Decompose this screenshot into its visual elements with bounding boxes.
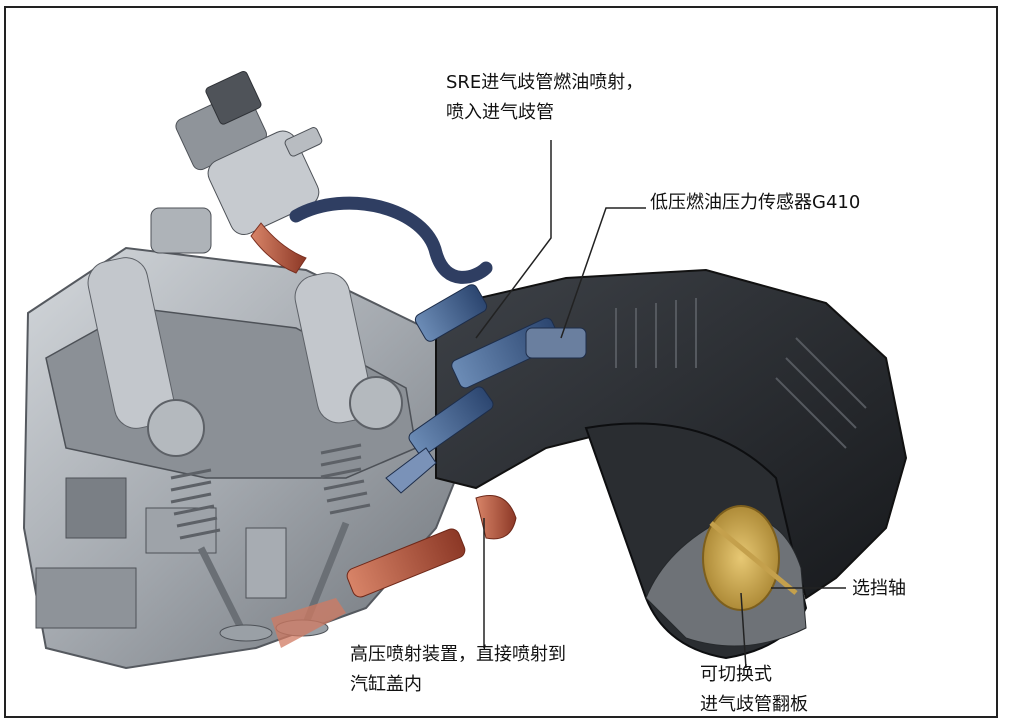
high-pressure-pump [150, 70, 323, 274]
label-sre-line1: SRE进气歧管燃油喷射， [446, 72, 644, 93]
label-hp-line1: 高压喷射装置，直接喷射到 [350, 644, 566, 665]
intake-manifold [435, 268, 908, 660]
label-flap-line1: 可切换式 [700, 664, 772, 685]
intake-flap [702, 505, 798, 611]
leader-lines [475, 140, 846, 669]
cylinder-head [22, 246, 478, 670]
sre-injectors [385, 284, 587, 494]
diagram-frame: SRE进气歧管燃油喷射， 喷入进气歧管 低压燃油压力传感器G410 选挡轴 高压… [4, 6, 998, 718]
high-pressure-injector [271, 495, 517, 648]
label-sensor: 低压燃油压力传感器G410 [650, 192, 861, 213]
engine-illustration [22, 70, 908, 670]
label-sre-line2: 喷入进气歧管 [446, 102, 554, 123]
camshafts [87, 257, 403, 457]
label-hp-line2: 汽缸盖内 [350, 674, 422, 695]
label-flap-line2: 进气歧管翻板 [700, 694, 808, 715]
fuel-line [289, 196, 493, 284]
label-shaft: 选挡轴 [852, 578, 906, 599]
